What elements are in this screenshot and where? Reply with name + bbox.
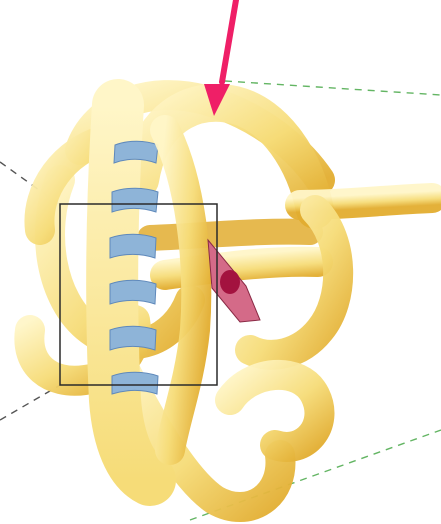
guide-line-upper-right <box>225 81 441 95</box>
helix-band <box>110 234 156 258</box>
coil-segment-middle-horizontal <box>150 232 310 238</box>
helix-band <box>110 326 156 350</box>
arrow-shaft <box>222 0 236 82</box>
helix-band <box>112 188 158 212</box>
helix-band <box>112 372 158 394</box>
helix-band <box>110 280 156 304</box>
helix-band <box>114 141 158 163</box>
heme-iron-center <box>220 270 240 294</box>
coil-segment-bottom-right-loop <box>230 375 319 447</box>
